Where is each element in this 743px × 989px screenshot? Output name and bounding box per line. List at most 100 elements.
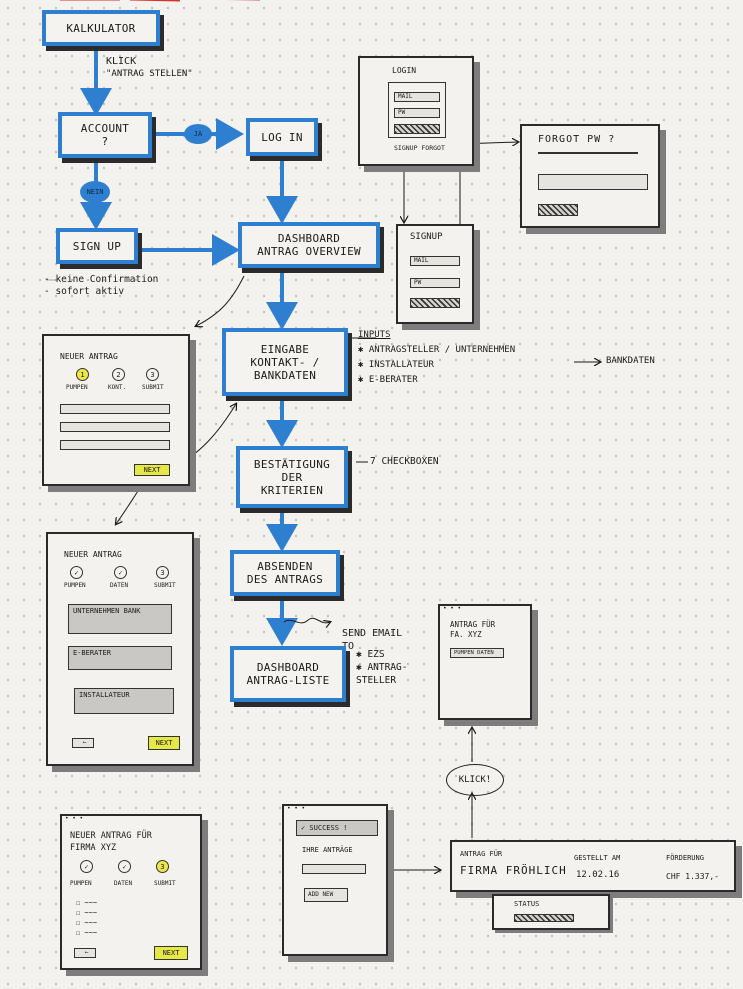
form3-checkbox-list: ☐ ~~~☐ ~~~☐ ~~~☐ ~~~ xyxy=(76,899,98,937)
row-status-bar xyxy=(514,914,574,922)
form2-box-e-berater: E-BERATER xyxy=(68,646,172,670)
form2-step-label-2: DATEN xyxy=(110,582,129,589)
email-recipient-1-text: EZS xyxy=(367,649,385,660)
form3-wf-title: NEUER ANTRAG FÜR FIRMA XYZ xyxy=(70,831,152,853)
login-label: LOG IN xyxy=(261,130,303,144)
row-col3-head: FÖRDERUNG xyxy=(666,854,704,862)
login-wf-submit xyxy=(394,124,440,134)
checkboxen-text: 7 CHECKBOXEN xyxy=(370,456,439,467)
form3-back-button: ← xyxy=(74,948,96,958)
form3-step-2: ✓ xyxy=(118,860,131,873)
form1-next-button: NEXT xyxy=(134,464,170,476)
form1-step-label-1: PUMPEN xyxy=(66,384,88,391)
form2-step-label-3: SUBMIT xyxy=(154,582,176,589)
dashboard-list-node: DASHBOARD ANTRAG-LISTE xyxy=(230,646,346,702)
success-text: IHRE ANTRÄGE xyxy=(302,846,353,854)
row-col2-value: 12.02.16 xyxy=(576,870,620,880)
signup-node: SIGN UP xyxy=(56,228,138,264)
row-col2-head: GESTELLT AM xyxy=(574,854,621,862)
absenden-label: ABSENDEN DES ANTRAGS xyxy=(246,560,324,586)
row-status-box: STATUS xyxy=(492,894,610,930)
success-banner: ✓ SUCCESS ! xyxy=(296,820,378,836)
login-wf-links: SIGNUP FORGOT xyxy=(394,144,445,152)
ja-oval: JA xyxy=(184,124,212,144)
login-wf-mail-field: MAIL xyxy=(394,92,440,102)
wireframe-signup: SIGNUP MAIL PW xyxy=(396,224,474,324)
inputs-bankdaten-text: BANKDATEN xyxy=(606,356,655,366)
klick-note-line-2: "ANTRAG STELLEN" xyxy=(106,69,193,79)
wireframe-detail: ANTRAG FÜR FA. XYZ PUMPEN DATEN xyxy=(438,604,532,720)
detail-wf-tag: PUMPEN DATEN xyxy=(450,648,504,658)
row-col1-head: ANTRAG FÜR xyxy=(460,850,503,858)
wireframe-form-step3: NEUER ANTRAG FÜR FIRMA XYZ ✓ ✓ 3 PUMPEN … xyxy=(60,814,202,970)
form3-step-3: 3 xyxy=(156,860,169,873)
form3-step-label-3: SUBMIT xyxy=(154,880,176,887)
inputs-bankdaten: BANKDATEN xyxy=(606,355,655,367)
form2-step-3: 3 xyxy=(156,566,169,579)
form3-step-label-1: PUMPEN xyxy=(70,880,92,887)
inputs-item-1-text: ANTRAGSTELLER / UNTERNEHMEN xyxy=(368,345,516,355)
form1-step-2: 2 xyxy=(112,368,125,381)
signup-wf-mail-field: MAIL xyxy=(410,256,460,266)
checkboxen-note: 7 CHECKBOXEN xyxy=(370,456,439,468)
form1-field-2 xyxy=(60,422,170,432)
inputs-title: INPUTS xyxy=(358,330,391,340)
wireframe-form-step1: NEUER ANTRAG 1 2 3 PUMPEN KONT. SUBMIT N… xyxy=(42,334,190,486)
login-node: LOG IN xyxy=(246,118,318,156)
klick-bubble: KLICK! xyxy=(446,764,504,796)
email-recipients: ✱ EZS ✱ ANTRAG- STELLER xyxy=(356,648,408,687)
form3-next-button: NEXT xyxy=(154,946,188,960)
form1-step-label-2: KONT. xyxy=(108,384,127,391)
row-status-label: STATUS xyxy=(514,900,540,908)
form2-box-unternehmen: UNTERNEHMEN BANK xyxy=(68,604,172,634)
kalkulator-node: KALKULATOR xyxy=(42,10,160,46)
forgot-wf-rule xyxy=(538,152,638,154)
send-email-text: SEND EMAIL TO xyxy=(342,628,403,652)
signup-note-2: - sofort aktiv xyxy=(44,286,125,297)
form2-box-installateur: INSTALLATEUR xyxy=(74,688,174,714)
form2-next-button: NEXT xyxy=(148,736,180,750)
form1-wf-title: NEUER ANTRAG xyxy=(60,352,118,361)
wireframe-login: LOGIN MAIL PW SIGNUP FORGOT xyxy=(358,56,474,166)
detail-wf-title: ANTRAG FÜR FA. XYZ xyxy=(450,620,496,639)
forgot-wf-input xyxy=(538,174,648,190)
header-fragment xyxy=(60,0,260,2)
wireframe-success: ✓ SUCCESS ! IHRE ANTRÄGE ADD NEW xyxy=(282,804,388,956)
email-recipient-2: ✱ ANTRAG- STELLER xyxy=(356,662,408,686)
send-email-note: SEND EMAIL TO xyxy=(342,614,402,653)
form1-field-3 xyxy=(60,440,170,450)
inputs-item-2-text: INSTALLATEUR xyxy=(368,360,434,370)
login-wf-pw-field: PW xyxy=(394,108,440,118)
signup-notes: - keine Confirmation - sofort aktiv xyxy=(44,274,158,298)
form2-step-1: ✓ xyxy=(70,566,83,579)
nein-label: NEIN xyxy=(86,188,104,196)
form3-step-label-2: DATEN xyxy=(114,880,133,887)
row-status-fill xyxy=(515,915,573,921)
wireframe-list-row: ANTRAG FÜR FIRMA FRÖHLICH GESTELLT AM 12… xyxy=(450,840,736,892)
kalkulator-label: KALKULATOR xyxy=(66,21,136,35)
signup-label: SIGN UP xyxy=(72,239,122,253)
forgot-wf-title: FORGOT PW ? xyxy=(538,134,616,145)
signup-note-1: - keine Confirmation xyxy=(44,274,159,285)
row-col3-value: CHF 1.337,- xyxy=(666,872,719,881)
form1-field-1 xyxy=(60,404,170,414)
form2-step-label-1: PUMPEN xyxy=(64,582,86,589)
inputs-item-3-text: E-BERATER xyxy=(368,375,418,385)
eingabe-label: EINGABE KONTAKT- / BANKDATEN xyxy=(250,342,320,382)
form2-back-button: ← xyxy=(72,738,94,748)
dashboard-overview-label: DASHBOARD ANTRAG OVERVIEW xyxy=(257,232,361,258)
signup-wf-submit xyxy=(410,298,460,308)
inputs-item-3: ✱ E-BERATER xyxy=(358,375,418,385)
wireframe-forgot-pw: FORGOT PW ? xyxy=(520,124,660,228)
bestaetigung-node: BESTÄTIGUNG DER KRITERIEN xyxy=(236,446,348,508)
klick-bubble-text: KLICK! xyxy=(458,775,492,785)
signup-wf-pw-field: PW xyxy=(410,278,460,288)
nein-oval: NEIN xyxy=(80,181,110,203)
form3-step-1: ✓ xyxy=(80,860,93,873)
inputs-item-2: ✱ INSTALLATEUR xyxy=(358,360,434,370)
form1-step-1: 1 xyxy=(76,368,89,381)
klick-note: KLICK "ANTRAG STELLEN" xyxy=(106,56,193,80)
success-add-new-button: ADD NEW xyxy=(304,888,348,902)
account-node: ACCOUNT ? xyxy=(58,112,152,158)
klick-note-line-1: KLICK xyxy=(106,56,137,67)
